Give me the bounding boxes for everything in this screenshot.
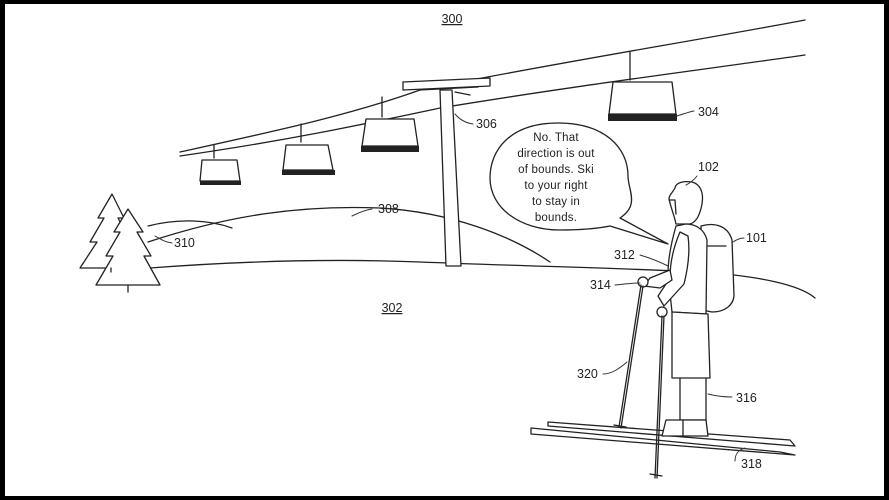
lift-cables xyxy=(179,19,806,157)
label-ski-pole: 320 xyxy=(577,367,598,381)
skis xyxy=(530,421,796,456)
label-ski-boot: 316 xyxy=(736,391,757,405)
speech-bubble: No. That direction is out of bounds. Ski… xyxy=(489,122,669,245)
label-hill: 308 xyxy=(378,202,399,216)
lift-tower xyxy=(402,77,491,267)
bubble-line-6: bounds. xyxy=(535,212,577,224)
label-hand-grip: 312 xyxy=(614,248,635,262)
label-lift-tower: 306 xyxy=(476,117,497,131)
figure-number: 300 xyxy=(442,12,463,26)
label-skier: 102 xyxy=(698,160,719,174)
patent-drawing: No. That direction is out of bounds. Ski… xyxy=(79,12,816,479)
reference-labels: 300 302 304 306 308 310 312 314 316 318 … xyxy=(174,12,767,471)
leader-lines xyxy=(154,110,746,462)
trees xyxy=(79,193,161,293)
label-pole-grip: 314 xyxy=(590,278,611,292)
label-backpack: 101 xyxy=(746,231,767,245)
bubble-line-2: direction is out xyxy=(517,148,595,160)
bubble-line-1: No. That xyxy=(533,132,579,144)
bubble-line-4: to your right xyxy=(524,180,588,192)
label-skis: 318 xyxy=(741,457,762,471)
label-chairlift-chair: 304 xyxy=(698,105,719,119)
bubble-line-5: to stay in xyxy=(532,196,580,208)
chairlift-chairs xyxy=(199,51,677,185)
terrain-lines xyxy=(147,206,816,299)
bubble-line-3: of bounds. Ski xyxy=(518,164,594,176)
label-terrain: 302 xyxy=(382,301,403,315)
label-trees: 310 xyxy=(174,236,195,250)
drawing-sheet: No. That direction is out of bounds. Ski… xyxy=(5,4,884,496)
